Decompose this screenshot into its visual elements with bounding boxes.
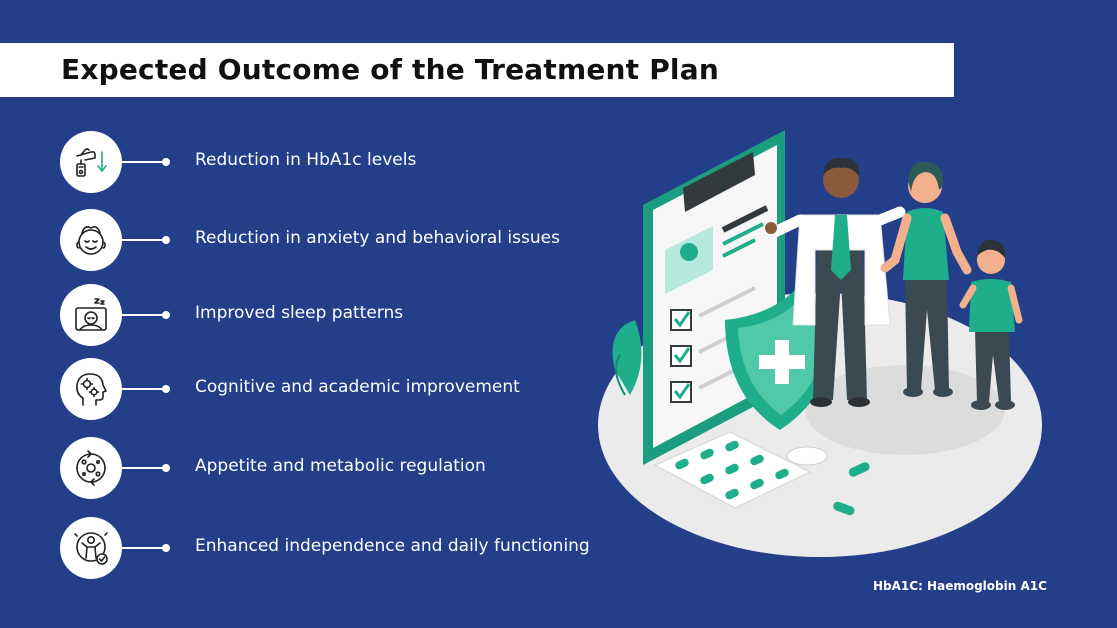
outcome-item-hba1c: Reduction in HbA1c levels [60, 131, 620, 195]
connector-line [122, 314, 162, 316]
bullet-dot [162, 544, 170, 552]
metabolism-cycle-icon [60, 437, 122, 499]
bullet-dot [162, 236, 170, 244]
outcome-item-anxiety: Reduction in anxiety and behavioral issu… [60, 209, 620, 273]
leaf-stem [615, 354, 626, 396]
leaf-left [612, 320, 642, 395]
outcome-label: Reduction in anxiety and behavioral issu… [195, 228, 560, 248]
platform-shadow [805, 365, 1005, 455]
connector-line [122, 467, 162, 469]
connector-line [122, 239, 162, 241]
outcome-label: Cognitive and academic improvement [195, 377, 520, 397]
clipboard-clip [683, 152, 755, 212]
bullet-dot [162, 464, 170, 472]
connector-line [122, 388, 162, 390]
outcome-label: Reduction in HbA1c levels [195, 150, 417, 170]
outcome-item-sleep: Improved sleep patterns [60, 284, 620, 348]
glucose-test-icon [60, 131, 122, 193]
brain-gears-icon [60, 358, 122, 420]
woman-figure [880, 161, 972, 397]
bullet-dot [162, 385, 170, 393]
footnote: HbA1C: Haemoglobin A1C [873, 579, 1047, 593]
bullet-dot [162, 311, 170, 319]
outcome-label: Appetite and metabolic regulation [195, 456, 486, 476]
page-title: Expected Outcome of the Treatment Plan [61, 53, 719, 86]
outcome-label: Enhanced independence and daily function… [195, 536, 590, 556]
bullet-dot [162, 158, 170, 166]
sleep-icon [60, 284, 122, 346]
title-bar: Expected Outcome of the Treatment Plan [0, 43, 954, 97]
child-figure [959, 239, 1023, 410]
connector-line [122, 161, 162, 163]
outcome-item-independence: Enhanced independence and daily function… [60, 517, 620, 581]
pill-blister [653, 431, 870, 516]
outcome-item-appetite: Appetite and metabolic regulation [60, 437, 620, 501]
outcome-label: Improved sleep patterns [195, 303, 404, 323]
doctor-figure [765, 157, 906, 407]
outcome-item-cognitive: Cognitive and academic improvement [60, 358, 620, 422]
independence-icon [60, 517, 122, 579]
connector-line [122, 547, 162, 549]
treatment-illustration [598, 130, 1042, 557]
calm-face-icon [60, 209, 122, 271]
